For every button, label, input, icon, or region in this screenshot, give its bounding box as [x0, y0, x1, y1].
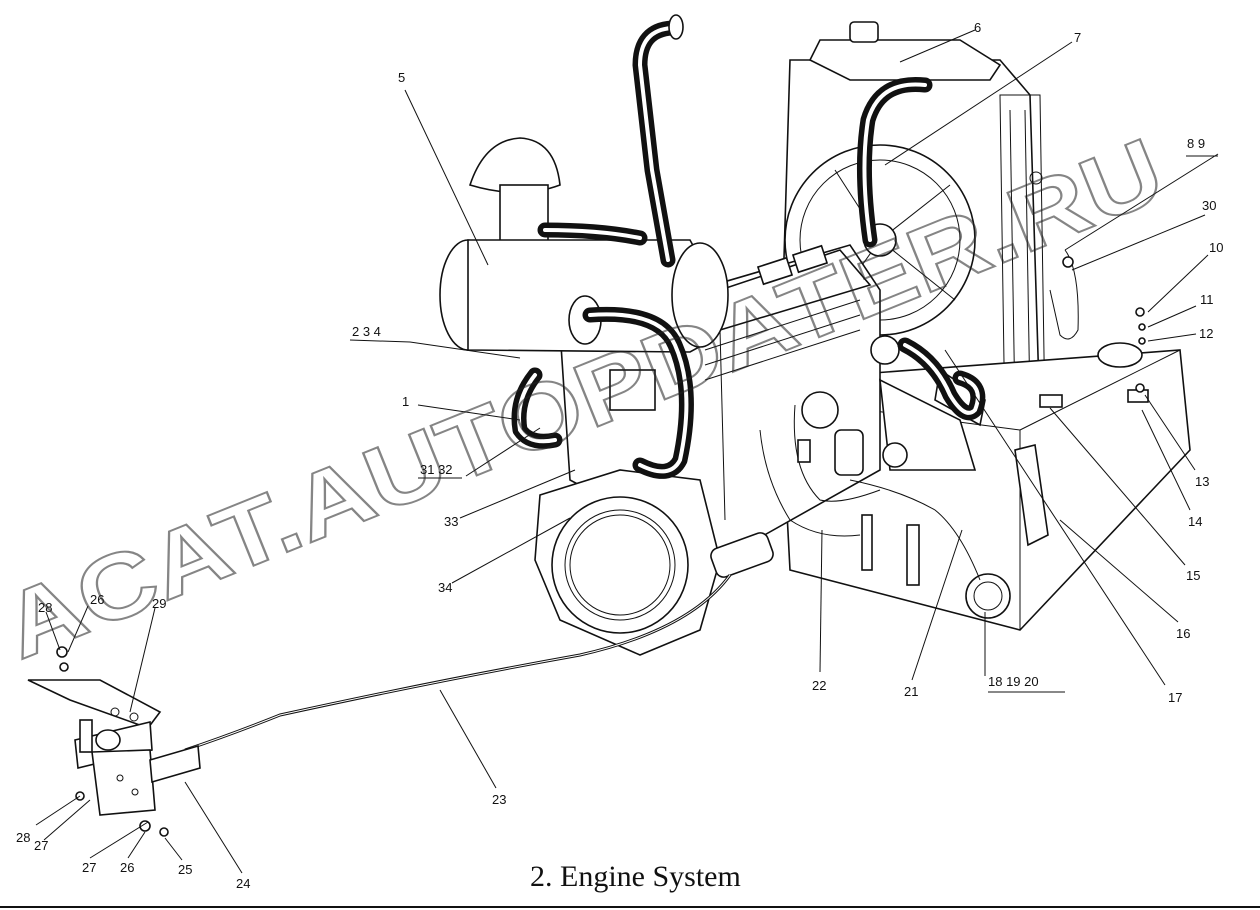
callout-labels: 1 2 3 4 5 6 7 8 9 30 10 11 12 13 14 15 1… [16, 20, 1223, 891]
callout-23: 23 [492, 792, 506, 807]
callout-7: 7 [1074, 30, 1081, 45]
coolant-hoses [511, 76, 1146, 479]
callout-27-left: 27 [34, 838, 48, 853]
callout-33: 33 [444, 514, 458, 529]
callout-16: 16 [1176, 626, 1190, 641]
callout-22: 22 [812, 678, 826, 693]
engine-base [779, 342, 1191, 631]
callout-2-3-4: 2 3 4 [352, 324, 381, 339]
callout-31-32: 31 32 [420, 462, 453, 477]
callout-26-bottom: 26 [120, 860, 134, 875]
callout-8-9: 8 9 [1187, 136, 1205, 151]
callout-25: 25 [178, 862, 192, 877]
page-title: 2. Engine System [530, 860, 741, 893]
callout-1: 1 [402, 394, 409, 409]
callout-6: 6 [974, 20, 981, 35]
flywheel-housing [534, 469, 774, 656]
callout-17: 17 [1168, 690, 1182, 705]
callout-14: 14 [1188, 514, 1202, 529]
callout-21: 21 [904, 684, 918, 699]
callout-34: 34 [438, 580, 452, 595]
callout-24: 24 [236, 876, 250, 891]
callout-18-19-20: 18 19 20 [988, 674, 1039, 689]
accelerator-pedal [27, 646, 201, 837]
callout-5: 5 [398, 70, 405, 85]
callout-27-bottom: 27 [82, 860, 96, 875]
callout-leaders [35, 29, 1219, 874]
engine-wiring [759, 404, 981, 581]
callout-29: 29 [152, 596, 166, 611]
callout-15: 15 [1186, 568, 1200, 583]
throttle-cable [184, 574, 732, 752]
callout-28-top: 28 [38, 600, 52, 615]
exhaust-pipe [632, 14, 684, 268]
callout-26-top: 26 [90, 592, 104, 607]
callout-28-bottom: 28 [16, 830, 30, 845]
callout-10: 10 [1209, 240, 1223, 255]
callout-13: 13 [1195, 474, 1209, 489]
callout-12: 12 [1199, 326, 1213, 341]
callout-11: 11 [1200, 292, 1214, 307]
callout-30: 30 [1202, 198, 1216, 213]
